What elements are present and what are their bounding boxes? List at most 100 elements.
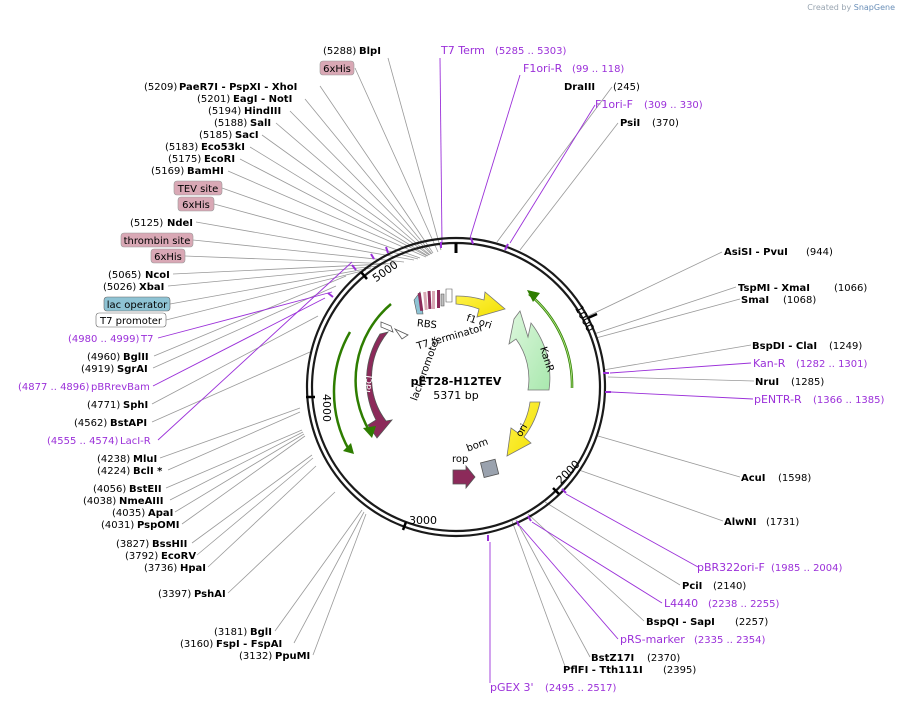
primer-range: (1282 .. 1301) bbox=[796, 359, 868, 370]
site-name[interactable]: EcoRI bbox=[204, 154, 235, 165]
primer-name[interactable]: pENTR-R bbox=[754, 393, 802, 406]
site-name[interactable]: SgrAI bbox=[117, 364, 148, 375]
site-pos: (5026) bbox=[103, 282, 136, 293]
site-name[interactable]: BlpI bbox=[359, 46, 381, 57]
green-arc-right-head bbox=[527, 290, 540, 302]
site-pos: (1066) bbox=[834, 283, 867, 294]
site-pos: (3792) bbox=[125, 551, 158, 562]
feature-box[interactable] bbox=[177, 196, 215, 212]
site-name[interactable]: SalI bbox=[250, 118, 271, 129]
feature-box-label: T7 promoter bbox=[99, 316, 163, 327]
site-name[interactable]: XbaI bbox=[139, 282, 164, 293]
site-name[interactable]: AlwNI bbox=[724, 517, 757, 528]
primer-name[interactable]: F1ori-F bbox=[595, 98, 633, 111]
primer-range: (309 .. 330) bbox=[644, 100, 703, 111]
green-arc-left-outer-head bbox=[343, 443, 354, 454]
site-name[interactable]: SmaI bbox=[741, 295, 769, 306]
primer-name[interactable]: pBR322ori-F bbox=[697, 561, 765, 574]
primer-range: (2238 .. 2255) bbox=[708, 599, 780, 610]
feature-box[interactable] bbox=[120, 232, 194, 248]
primer-name[interactable]: Kan-R bbox=[753, 357, 786, 370]
site-name[interactable]: TspMI - XmaI bbox=[738, 283, 810, 294]
primer-name[interactable]: pRS-marker bbox=[620, 633, 685, 646]
primer-name[interactable]: pBRrevBam bbox=[91, 382, 150, 393]
site-name[interactable]: EagI - NotI bbox=[233, 94, 292, 105]
site-pos: (4038) bbox=[83, 496, 116, 507]
site-name[interactable]: NruI bbox=[755, 377, 779, 388]
rop-arrow[interactable] bbox=[452, 464, 476, 490]
site-name[interactable]: BstEII bbox=[129, 484, 162, 495]
primer-name[interactable]: LacI-R bbox=[120, 436, 151, 447]
feature-box[interactable] bbox=[150, 248, 186, 264]
primer-name[interactable]: pGEX 3' bbox=[490, 681, 534, 694]
site-pos: (4224) bbox=[97, 466, 130, 477]
primer-name[interactable]: T7 bbox=[140, 334, 153, 345]
site-name[interactable]: PciI bbox=[682, 581, 702, 592]
site-name[interactable]: PsiI bbox=[620, 118, 640, 129]
primer-range: (4555 .. 4574) bbox=[47, 436, 119, 447]
site-name[interactable]: BstAPI bbox=[110, 418, 147, 429]
feature-box[interactable] bbox=[319, 60, 355, 76]
primer-range: (4877 .. 4896) bbox=[18, 382, 90, 393]
site-name[interactable]: PshAI bbox=[194, 589, 226, 600]
site-name[interactable]: BspQI - SapI bbox=[646, 617, 715, 628]
primer-name[interactable]: T7 Term bbox=[440, 44, 485, 57]
site-pos: (1068) bbox=[783, 295, 816, 306]
feature-box[interactable] bbox=[103, 296, 171, 312]
site-pos: (2395) bbox=[663, 665, 696, 676]
primer-range: (1366 .. 1385) bbox=[813, 395, 885, 406]
tick-label-1000: 1000 bbox=[572, 303, 597, 334]
site-name[interactable]: PflFI - Tth111I bbox=[563, 665, 643, 676]
site-name[interactable]: BamHI bbox=[187, 166, 224, 177]
mcs-features bbox=[413, 288, 453, 315]
site-name[interactable]: NcoI bbox=[145, 270, 170, 281]
feature-box-label: 6xHis bbox=[154, 252, 182, 263]
f1-ori-arrow[interactable] bbox=[455, 291, 506, 318]
credit-badge: Created by SnapGene bbox=[807, 3, 895, 12]
site-name[interactable]: NdeI bbox=[167, 218, 193, 229]
site-name[interactable]: Eco53kI bbox=[201, 142, 245, 153]
feature-box[interactable] bbox=[95, 312, 167, 328]
site-name[interactable]: SphI bbox=[123, 400, 148, 411]
feature-box[interactable] bbox=[173, 180, 223, 196]
site-name[interactable]: BspDI - ClaI bbox=[752, 341, 817, 352]
site-name[interactable]: PaeR7I - PspXI - XhoI bbox=[179, 82, 297, 93]
site-name[interactable]: AsiSI - PvuI bbox=[724, 247, 788, 258]
site-pos: (1249) bbox=[829, 341, 862, 352]
site-name[interactable]: HpaI bbox=[180, 563, 206, 574]
ori-arrow[interactable] bbox=[506, 401, 541, 457]
site-name[interactable]: BclI * bbox=[133, 466, 163, 477]
site-pos: (4031) bbox=[101, 520, 134, 531]
site-name[interactable]: HindIII bbox=[244, 106, 281, 117]
bom-feature[interactable] bbox=[480, 458, 500, 478]
site-name[interactable]: BssHII bbox=[152, 539, 187, 550]
site-name[interactable]: PpuMI bbox=[275, 651, 310, 662]
site-name[interactable]: FspI - FspAI bbox=[216, 639, 282, 650]
rop-label: rop bbox=[452, 454, 468, 465]
site-pos: (5185) bbox=[199, 130, 232, 141]
site-pos: (3736) bbox=[144, 563, 177, 574]
primer-name[interactable]: F1ori-R bbox=[523, 62, 563, 75]
kanr-arrow[interactable] bbox=[508, 310, 551, 391]
site-name[interactable]: NmeAIII bbox=[119, 496, 163, 507]
site-pos: (4035) bbox=[112, 508, 145, 519]
green-arc-left-outer bbox=[332, 331, 352, 451]
site-name[interactable]: PspOMI bbox=[137, 520, 179, 531]
site-name[interactable]: MluI bbox=[133, 454, 157, 465]
primer-range: (5285 .. 5303) bbox=[495, 46, 567, 57]
site-name[interactable]: BglII bbox=[123, 352, 149, 363]
site-name[interactable]: BstZ17I bbox=[591, 653, 634, 664]
rbs-label: RBS bbox=[416, 318, 437, 331]
primer-name[interactable]: L4440 bbox=[664, 597, 698, 610]
laci-promoter-arrow-2 bbox=[393, 328, 409, 340]
site-name[interactable]: ApaI bbox=[148, 508, 173, 519]
laci-label: lacI bbox=[362, 375, 375, 394]
site-name[interactable]: BglI bbox=[250, 627, 272, 638]
site-name[interactable]: DraIII bbox=[564, 82, 595, 93]
site-name[interactable]: SacI bbox=[235, 130, 259, 141]
site-name[interactable]: EcoRV bbox=[161, 551, 196, 562]
laci-arrow[interactable] bbox=[366, 331, 393, 439]
site-name[interactable]: AcuI bbox=[741, 473, 766, 484]
